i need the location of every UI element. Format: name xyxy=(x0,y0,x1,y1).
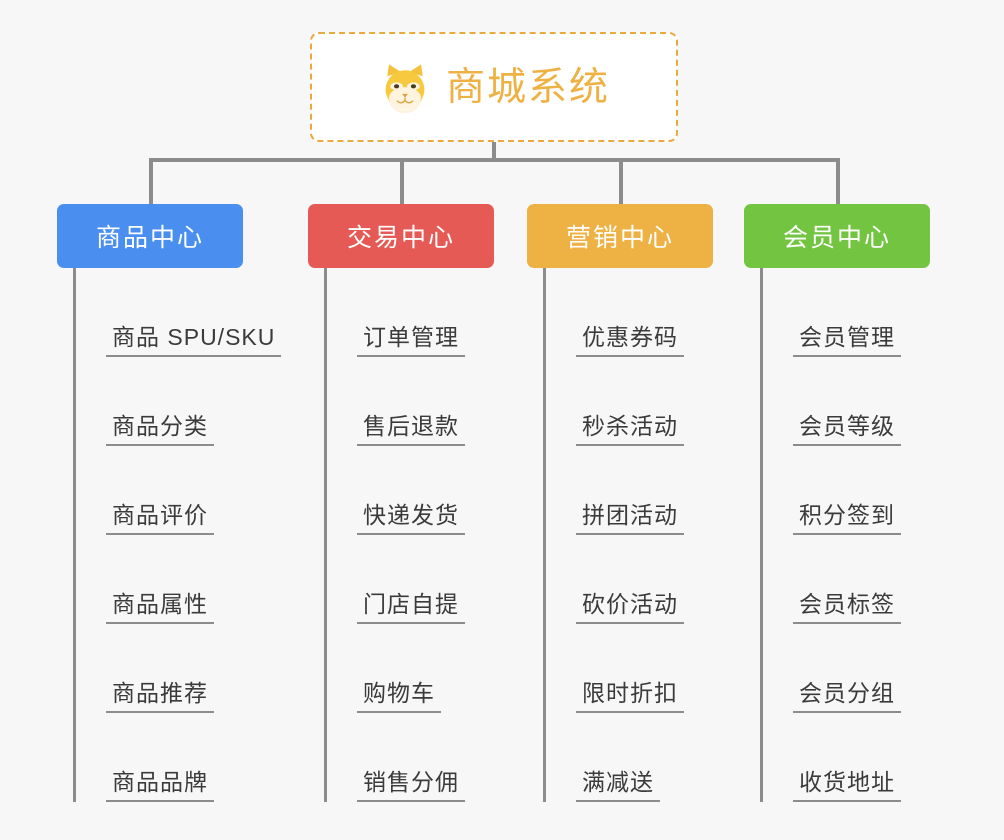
list-item[interactable]: 积分签到 xyxy=(763,446,930,535)
list-item-label: 会员标签 xyxy=(793,591,901,624)
list-item[interactable]: 砍价活动 xyxy=(546,535,713,624)
list-item-label: 限时折扣 xyxy=(576,680,684,713)
root-title: 商城系统 xyxy=(445,65,610,109)
list-item[interactable]: 门店自提 xyxy=(327,535,494,624)
list-item-label: 销售分佣 xyxy=(357,769,465,802)
shiba-dog-face-icon xyxy=(378,61,432,115)
list-item[interactable]: 收货地址 xyxy=(763,713,930,802)
list-item[interactable]: 商品分类 xyxy=(76,357,243,446)
list-item[interactable]: 会员分组 xyxy=(763,624,930,713)
category-column-4: 会员中心 会员管理 会员等级 积分签到 会员标签 会员分组 收货地址 xyxy=(744,204,930,802)
connector-horizontal-bus xyxy=(149,158,840,162)
list-item-label: 门店自提 xyxy=(357,591,465,624)
connector-drop-3 xyxy=(619,158,623,206)
list-item[interactable]: 会员标签 xyxy=(763,535,930,624)
list-item[interactable]: 优惠券码 xyxy=(546,268,713,357)
category-items-1: 商品 SPU/SKU 商品分类 商品评价 商品属性 商品推荐 商品品牌 xyxy=(73,268,282,802)
connector-root-stub xyxy=(492,142,496,162)
list-item[interactable]: 商品 SPU/SKU xyxy=(76,268,282,357)
category-items-2: 订单管理 售后退款 快递发货 门店自提 购物车 销售分佣 xyxy=(324,268,494,802)
category-header-label: 会员中心 xyxy=(782,224,891,252)
connector-drop-1 xyxy=(149,158,153,206)
list-item[interactable]: 商品评价 xyxy=(76,446,243,535)
list-item[interactable]: 会员等级 xyxy=(763,357,930,446)
category-items-3: 优惠券码 秒杀活动 拼团活动 砍价活动 限时折扣 满减送 xyxy=(543,268,713,802)
list-item-label: 售后退款 xyxy=(357,413,465,446)
list-item-label: 商品评价 xyxy=(106,502,214,535)
list-item-label: 订单管理 xyxy=(357,324,465,357)
category-header-label: 交易中心 xyxy=(346,224,455,252)
list-item[interactable]: 满减送 xyxy=(546,713,713,802)
list-item-label: 商品 SPU/SKU xyxy=(106,324,282,357)
list-item-label: 会员管理 xyxy=(793,324,901,357)
list-item[interactable]: 快递发货 xyxy=(327,446,494,535)
category-column-2: 交易中心 订单管理 售后退款 快递发货 门店自提 购物车 销售分佣 xyxy=(308,204,494,802)
category-header-4[interactable]: 会员中心 xyxy=(744,204,930,268)
list-item[interactable]: 购物车 xyxy=(327,624,494,713)
list-item-label: 收货地址 xyxy=(793,769,901,802)
list-item[interactable]: 拼团活动 xyxy=(546,446,713,535)
category-items-4: 会员管理 会员等级 积分签到 会员标签 会员分组 收货地址 xyxy=(760,268,930,802)
list-item-label: 会员等级 xyxy=(793,413,901,446)
connector-drop-2 xyxy=(400,158,404,206)
category-column-1: 商品中心 商品 SPU/SKU 商品分类 商品评价 商品属性 商品推荐 商品品牌 xyxy=(57,204,282,802)
list-item-label: 砍价活动 xyxy=(576,591,684,624)
list-item-label: 商品品牌 xyxy=(106,769,214,802)
category-header-3[interactable]: 营销中心 xyxy=(527,204,713,268)
list-item-label: 商品属性 xyxy=(106,591,214,624)
category-header-label: 商品中心 xyxy=(95,224,204,252)
list-item[interactable]: 秒杀活动 xyxy=(546,357,713,446)
connector-drop-4 xyxy=(836,158,840,206)
list-item[interactable]: 订单管理 xyxy=(327,268,494,357)
category-header-2[interactable]: 交易中心 xyxy=(308,204,494,268)
list-item[interactable]: 限时折扣 xyxy=(546,624,713,713)
list-item[interactable]: 销售分佣 xyxy=(327,713,494,802)
list-item-label: 商品推荐 xyxy=(106,680,214,713)
list-item[interactable]: 商品推荐 xyxy=(76,624,243,713)
list-item[interactable]: 商品属性 xyxy=(76,535,243,624)
list-item-label: 积分签到 xyxy=(793,502,901,535)
list-item[interactable]: 商品品牌 xyxy=(76,713,243,802)
list-item-label: 商品分类 xyxy=(106,413,214,446)
list-item-label: 购物车 xyxy=(357,680,441,713)
list-item-label: 优惠券码 xyxy=(576,324,684,357)
list-item-label: 会员分组 xyxy=(793,680,901,713)
root-node[interactable]: 商城系统 xyxy=(310,32,678,142)
list-item[interactable]: 会员管理 xyxy=(763,268,930,357)
list-item-label: 秒杀活动 xyxy=(576,413,684,446)
list-item-label: 满减送 xyxy=(576,769,660,802)
category-header-label: 营销中心 xyxy=(565,224,674,252)
list-item[interactable]: 售后退款 xyxy=(327,357,494,446)
list-item-label: 快递发货 xyxy=(357,502,465,535)
category-column-3: 营销中心 优惠券码 秒杀活动 拼团活动 砍价活动 限时折扣 满减送 xyxy=(527,204,713,802)
list-item-label: 拼团活动 xyxy=(576,502,684,535)
category-header-1[interactable]: 商品中心 xyxy=(57,204,243,268)
